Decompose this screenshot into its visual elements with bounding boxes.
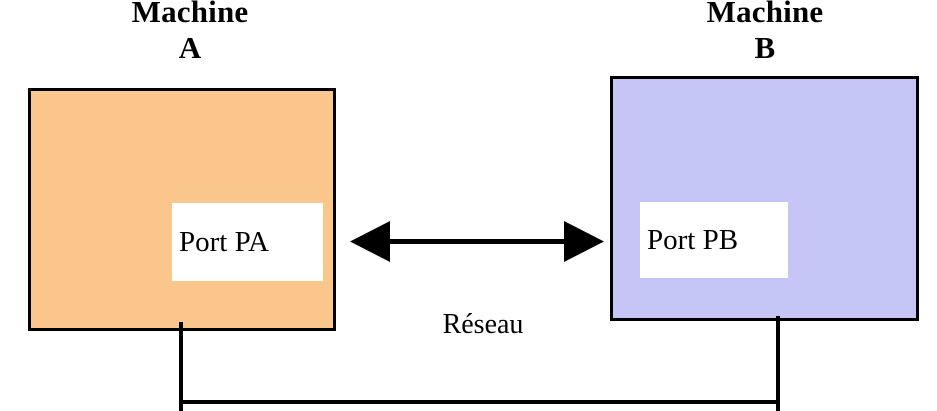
machine-b-title: Machine B [706,0,824,65]
double-headed-arrow-icon [350,221,604,262]
port-pb-label: Port PB [640,202,788,278]
network-label: Réseau [442,309,524,340]
connector-line-machine-b [776,316,780,411]
port-pa-label: Port PA [172,203,323,281]
connector-line-machine-a [179,322,183,411]
machine-b-box [610,76,919,321]
machine-a-title: Machine A [131,0,249,65]
connector-line-bus [179,400,780,404]
